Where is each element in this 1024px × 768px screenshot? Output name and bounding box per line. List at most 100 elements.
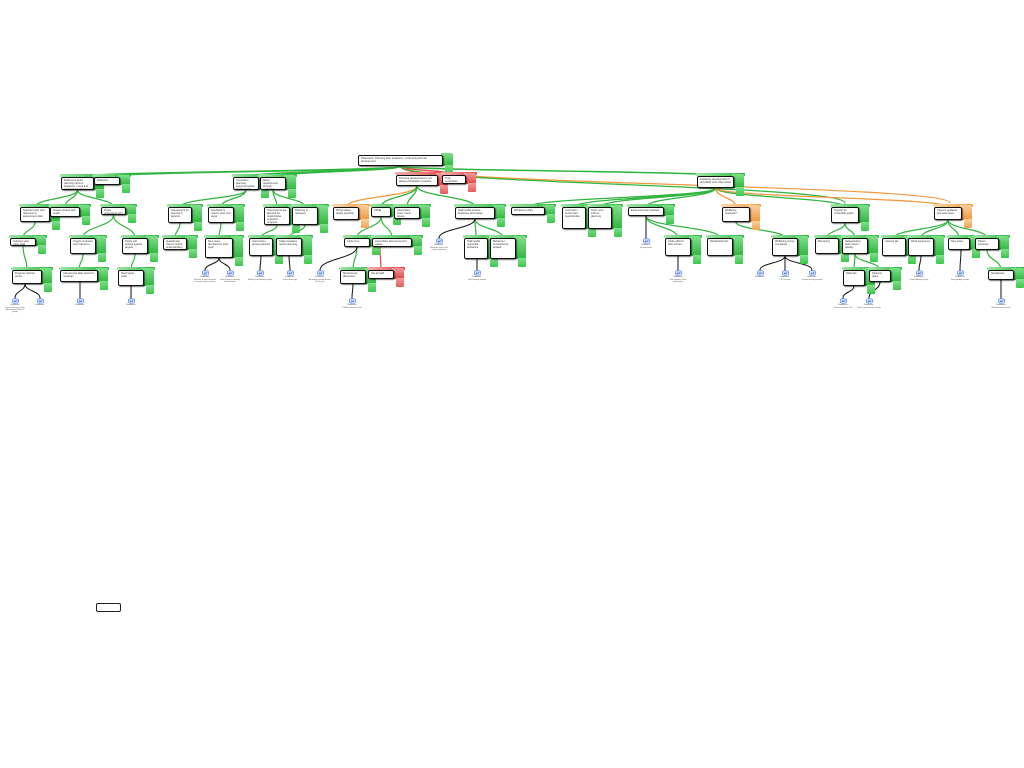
evidence-icon (226, 270, 234, 276)
claim-node[interactable]: Wellbeing survey completed (772, 238, 798, 256)
support-drip (52, 221, 60, 230)
support-drip (96, 189, 104, 198)
claim-node[interactable]: Intervention groups planned (249, 238, 273, 256)
claim-node[interactable]: Pupil voice informs planning (588, 207, 612, 229)
support-bar (814, 235, 850, 238)
claim-node[interactable]: Referrals (843, 270, 865, 286)
claim-node[interactable]: Moral issues discussed (340, 270, 366, 284)
support-drip (547, 214, 555, 223)
evidence-item[interactable]: Evidence (28, 298, 52, 307)
support-bar (60, 174, 105, 177)
claim-node[interactable]: Curriculum enrichment opportunities (562, 207, 586, 229)
support-drip (288, 189, 296, 198)
support-drip (752, 221, 760, 230)
claim-node[interactable]: Progress tracked termly (12, 270, 42, 284)
claim-node[interactable]: Work experience (908, 238, 934, 256)
claim-node[interactable]: Pastoral plans (869, 270, 891, 282)
claim-node[interactable]: Planning is reviewed (292, 207, 318, 225)
claim-node[interactable]: Teachers plan using data (10, 238, 36, 246)
claim-node[interactable]: Parent evenings (975, 238, 999, 250)
claim-node[interactable]: Next steps identified for each pupil (205, 238, 233, 258)
evidence-text: Lesson planning shows differentiated tas… (5, 306, 25, 314)
connector-line (959, 249, 962, 271)
claim-node[interactable]: Moral values taught explicitly (333, 207, 359, 220)
claim-node[interactable]: Evidence-based planning informs academic… (61, 177, 94, 190)
support-bar (395, 172, 449, 175)
claim-node[interactable]: Time constraints (442, 175, 466, 184)
evidence-item[interactable]: Evidence (119, 298, 143, 307)
claim-node[interactable]: Teachers plan with reference to assessme… (20, 207, 50, 222)
claim-node[interactable]: Assessment for learning in lessons (168, 207, 192, 223)
support-bar (841, 235, 879, 238)
claim-node[interactable]: Next steps (948, 238, 970, 250)
claim-node[interactable]: Targets reviewed each half term (70, 238, 96, 254)
evidence-title: Evidence (641, 244, 651, 246)
claim-node[interactable]: Subject leaders review planning (276, 238, 302, 256)
claim-node[interactable]: Moral development through curriculum (260, 177, 286, 190)
claim-node[interactable]: Circle time (344, 238, 370, 247)
claim-node[interactable]: Wellbeing monitored (722, 207, 750, 222)
claim-node[interactable]: Pupil target cards (118, 270, 144, 286)
status-tab (146, 236, 158, 254)
connector-line (14, 283, 26, 299)
claim-node[interactable]: Mentoring (815, 238, 839, 254)
legend-box[interactable] (96, 603, 121, 612)
claim-node[interactable]: Assemblies cover moral issues (394, 207, 420, 219)
claim-node[interactable]: Behaviour inconsistently applied (490, 238, 516, 259)
claim-node[interactable]: Feedback is used to plan next steps (208, 207, 234, 223)
claim-node[interactable]: Careers guidance and next steps (934, 207, 962, 220)
claim-node[interactable]: Academic development is prioritised over… (697, 176, 734, 188)
claim-node[interactable]: Assessment data shared in meetings (60, 270, 98, 282)
root-claim[interactable]: Philosophy: Planning their academic, mor… (358, 155, 443, 166)
claim-node[interactable]: Curriculum planning supports holistic de… (233, 177, 259, 190)
claim-node[interactable]: PSHE (371, 207, 391, 217)
claim-node[interactable]: Reflection (94, 177, 120, 185)
support-drip (320, 224, 328, 233)
support-bar (93, 174, 131, 177)
claim-node[interactable]: Personal development is not always prior… (396, 175, 438, 186)
claim-node[interactable]: Clubs offered after school (665, 238, 691, 256)
claim-node[interactable]: Safeguarding team meets weekly (842, 238, 868, 254)
claim-node[interactable]: Staff model positive behaviour and value… (455, 207, 495, 219)
evidence-item[interactable]: Evidence (68, 298, 92, 307)
claim-node[interactable]: Careers fair (882, 238, 906, 256)
claim-node[interactable]: Staff model respectful behaviour (464, 238, 488, 259)
claim-node[interactable]: Interventions are planned for pupils bel… (264, 207, 290, 225)
claim-node[interactable]: Residential trips (707, 238, 733, 256)
support-drip (1016, 279, 1024, 288)
support-bar (339, 267, 377, 270)
evidence-title: Evidence (75, 304, 85, 306)
claim-node[interactable]: Targets shared with pupils (50, 207, 80, 217)
claim-node[interactable]: Pupils understand how to improve (101, 207, 126, 215)
claim-node[interactable]: Questioning used to check understanding (163, 238, 187, 250)
claim-node[interactable]: Behaviour policy (511, 207, 545, 215)
status-tab (748, 205, 760, 222)
claim-node[interactable]: Assemblies themed around values (372, 238, 412, 247)
evidence-item[interactable]: Evidence (748, 270, 772, 279)
claim-node[interactable]: Not all staff (368, 270, 394, 279)
claim-node[interactable]: Support for vulnerable pupils (831, 207, 859, 223)
evidence-text: Newsletters to parents (991, 306, 1011, 309)
support-drip (128, 214, 136, 223)
claim-node[interactable]: Newsletters (988, 270, 1014, 280)
claim-node[interactable]: Extra-curricular activities (628, 207, 664, 216)
claim-node[interactable]: Pupils self-assess against targets (122, 238, 148, 254)
